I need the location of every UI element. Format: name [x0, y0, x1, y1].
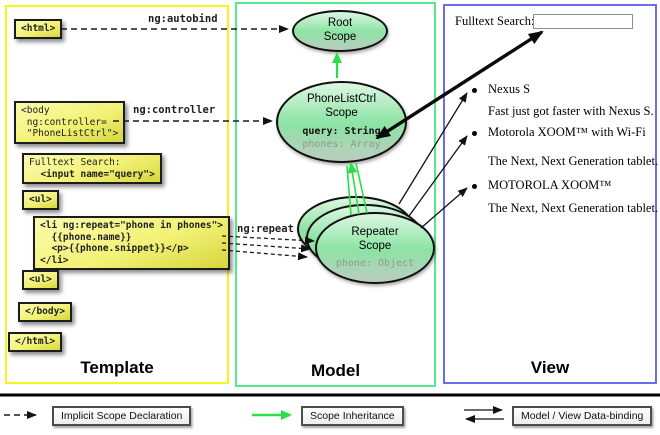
phonelistctrl-phones-prop: phones: Array	[302, 139, 381, 151]
fulltext-search-input[interactable]	[533, 14, 633, 29]
root-scope-title: Root Scope	[323, 17, 357, 43]
ng-autobind-label: ng:autobind	[148, 13, 218, 25]
view-item-title: MOTOROLA XOOM™	[488, 178, 612, 192]
code-box-body-open: <body ng:controller= "PhoneListCtrl">	[14, 101, 126, 144]
code-fulltext-label: Fulltext Search:	[29, 157, 121, 168]
view-item-title: Nexus S	[488, 82, 531, 96]
legend-scope-inheritance-label: Scope Inheritance	[301, 406, 404, 426]
view-item-title: Motorola XOOM™ with Wi-Fi	[488, 125, 646, 139]
view-fulltext-search-label: Fulltext Search:	[455, 14, 535, 28]
code-box-body-close: </body>	[18, 302, 73, 322]
view-column: View	[443, 4, 657, 384]
repeater-scope-title: Repeater Scope	[351, 225, 399, 252]
phonelistctrl-scope-ellipse: PhoneListCtrl Scope query: String phones…	[276, 81, 407, 163]
bullet-icon	[472, 184, 477, 189]
bullet-icon	[472, 88, 477, 93]
code-box-ul-close: <ul>	[22, 270, 59, 290]
code-box-li-repeat: <li ng:repeat="phone in phones"> {{phone…	[33, 216, 231, 271]
root-scope-ellipse: Root Scope	[292, 10, 388, 52]
legend-implicit-scope-label: Implicit Scope Declaration	[52, 406, 192, 426]
model-column-label: Model	[310, 361, 361, 380]
code-box-html-open: <html>	[14, 19, 63, 39]
model-column: Model	[235, 2, 436, 387]
ng-controller-label: ng:controller	[133, 104, 216, 116]
view-item-snippet: Fast just got faster with Nexus S.	[488, 104, 654, 118]
code-box-fulltext-search: Fulltext Search: <input name="query">	[22, 153, 162, 185]
template-column-label: Template	[80, 358, 154, 377]
view-column-label: View	[530, 358, 570, 377]
phonelistctrl-query-prop: query: String	[302, 126, 381, 138]
code-input-tag: <input name="query">	[29, 168, 155, 180]
template-column: Template	[5, 5, 229, 384]
bullet-icon	[472, 131, 477, 136]
view-item-snippet: The Next, Next Generation tablet.	[488, 154, 659, 168]
legend-data-binding-label: Model / View Data-binding	[512, 406, 653, 426]
ng-repeat-label: ng:repeat	[237, 223, 294, 235]
code-box-ul-open: <ul>	[22, 190, 59, 210]
repeater-phone-prop: phone: Object	[335, 258, 415, 270]
repeater-scope-ellipse-front: Repeater Scope phone: Object	[315, 212, 435, 284]
code-box-html-close: </html>	[8, 332, 63, 352]
phonelistctrl-scope-title: PhoneListCtrl Scope	[306, 92, 377, 119]
view-item-snippet: The Next, Next Generation tablet.	[488, 201, 659, 215]
